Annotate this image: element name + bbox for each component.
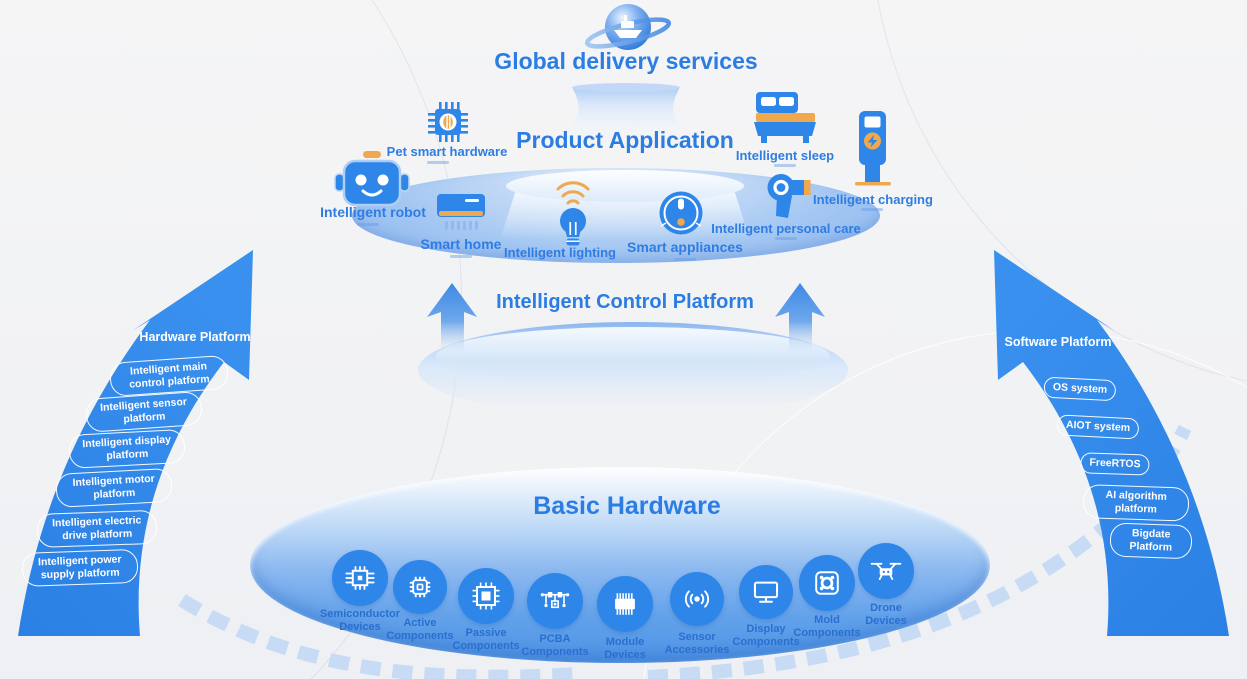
passive-components-circle <box>458 568 514 624</box>
display-components-circle <box>739 565 793 619</box>
pcba-components-label: PCBA Components <box>521 633 589 658</box>
sensor-accessories-label: Sensor Accessories <box>664 631 730 656</box>
hair-dryer-icon <box>767 174 811 218</box>
label-reflection <box>674 258 696 261</box>
up-arrow-left <box>427 283 477 352</box>
intelligent-lighting-label: Intelligent lighting <box>504 245 616 260</box>
pcba-components-circle <box>527 573 583 629</box>
global-delivery-title: Global delivery services <box>494 48 758 74</box>
hardware-platform-title: Hardware Platform <box>139 330 251 344</box>
drone-icon <box>870 562 902 580</box>
globe-ship-icon <box>584 4 672 50</box>
semiconductor-chip-icon <box>345 566 375 590</box>
active-chip-icon <box>409 576 431 598</box>
software-platform-arrow <box>994 250 1229 636</box>
mold-components-label: Mold Components <box>793 614 861 639</box>
hardware-platform-pill: Intelligent power supply platform <box>21 548 139 588</box>
module-devices-circle <box>597 576 653 632</box>
pcba-circuit-icon <box>540 592 570 609</box>
monitor-icon <box>753 581 779 603</box>
module-ic-icon <box>615 593 635 615</box>
intelligent-sleep-label: Intelligent sleep <box>735 148 835 163</box>
module-devices-label: Module Devices <box>604 636 646 661</box>
intelligent-personal-care-label: Intelligent personal care <box>711 221 861 236</box>
software-platform-pill: FreeRTOS <box>1080 452 1150 476</box>
control-platform-title: Intelligent Control Platform <box>496 291 754 313</box>
sensor-waves-icon <box>684 590 710 608</box>
label-reflection <box>774 164 796 167</box>
sensor-accessories-circle <box>670 572 724 626</box>
pedestal-funnel <box>564 83 688 134</box>
passive-components-label: Passive Components <box>452 627 520 652</box>
smart-bed-icon <box>754 92 816 143</box>
robot-icon <box>334 151 410 207</box>
air-conditioner-icon <box>437 194 485 230</box>
robot-vacuum-icon <box>659 191 703 235</box>
label-reflection <box>450 255 472 258</box>
charging-station-icon <box>855 111 891 186</box>
label-reflection <box>861 208 883 211</box>
software-platform-pill: AI algorithm platform <box>1082 484 1190 522</box>
smart-appliances-label: Smart appliances <box>627 239 743 255</box>
pet-smart-hardware-label: Pet smart hardware <box>386 144 508 159</box>
software-platform-title: Software Platform <box>1004 335 1112 349</box>
drone-devices-circle <box>858 543 914 599</box>
active-components-circle <box>393 560 447 614</box>
semiconductor-devices-circle <box>332 550 388 606</box>
mold-components-circle <box>799 555 855 611</box>
display-components-label: Display Components <box>732 623 800 648</box>
software-platform-pill: OS system <box>1043 376 1117 402</box>
intelligent-robot-label: Intelligent robot <box>320 204 426 220</box>
label-reflection <box>427 161 449 164</box>
label-reflection <box>775 237 797 240</box>
hardware-platform-pill: Intelligent motor platform <box>55 467 173 509</box>
semiconductor-devices-label: Semiconductor Devices <box>319 608 401 633</box>
intelligent-charging-label: Intelligent charging <box>813 192 933 207</box>
software-platform-pill: Bigdate Platform <box>1109 522 1193 560</box>
product-platform-crater-rim <box>506 170 744 202</box>
passive-chip-icon <box>472 582 500 610</box>
basic-hardware-title: Basic Hardware <box>533 492 721 520</box>
active-components-label: Active Components <box>386 617 454 642</box>
software-platform-pill: AIOT system <box>1056 414 1140 440</box>
mold-plate-icon <box>815 571 839 595</box>
label-reflection <box>357 223 379 226</box>
hardware-platform-pill: Intelligent display platform <box>68 428 186 470</box>
control-platform-ellipse-rim <box>436 327 830 385</box>
pet-chip-icon <box>428 102 468 142</box>
smart-bulb-icon <box>556 181 590 246</box>
product-application-title: Product Application <box>516 127 734 153</box>
drone-devices-label: Drone Devices <box>865 602 907 627</box>
up-arrow-right <box>775 283 825 352</box>
hardware-platform-pill: Intelligent electric drive platform <box>36 509 158 549</box>
smart-home-label: Smart home <box>420 236 502 252</box>
